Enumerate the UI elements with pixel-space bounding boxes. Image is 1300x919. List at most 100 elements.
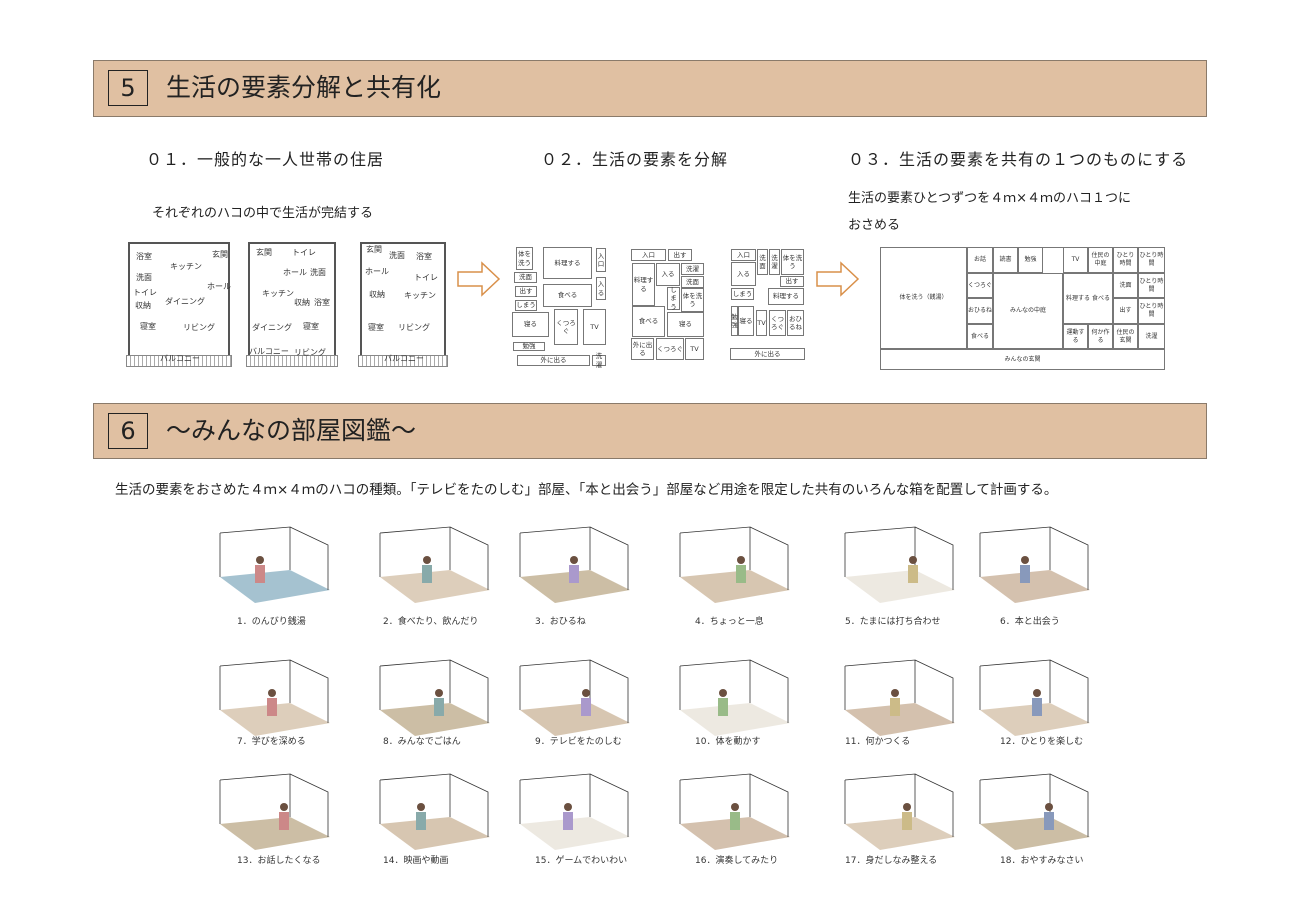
step3-heading: ０３．生活の要素を共有の１つのものにする (848, 150, 1189, 169)
room-caption: 12．ひとりを楽しむ (1000, 737, 1084, 747)
room-illustration (979, 773, 1090, 850)
room-label: トイレ (414, 273, 438, 282)
room-caption: 6．本と出会う (1000, 617, 1060, 627)
person-body (422, 565, 432, 583)
room-caption: 3．おひるね (535, 617, 586, 627)
element-box: 洗濯 (592, 352, 606, 369)
room-caption: 11．何かつくる (845, 737, 911, 747)
element-box: 料理する (543, 247, 592, 279)
room-floor (520, 570, 630, 603)
person-body (730, 812, 740, 830)
section-number: 5 (108, 70, 148, 106)
element-box: しまう (667, 286, 680, 311)
room-label: 洗面 (136, 273, 152, 282)
person-body (718, 698, 728, 716)
shared-cell: TV (1063, 247, 1088, 273)
section-number: 6 (108, 413, 148, 449)
person-body (267, 698, 277, 716)
person-body (563, 812, 573, 830)
room-walls (379, 773, 489, 837)
room-caption: 14．映画や動画 (383, 856, 449, 866)
element-box: TV (583, 309, 606, 345)
room-walls (979, 526, 1089, 590)
room-floor (220, 703, 330, 736)
room-floor (680, 703, 790, 736)
person-head (417, 803, 425, 811)
element-box: TV (756, 310, 767, 336)
element-box: 寝る (738, 306, 754, 336)
person-body (434, 698, 444, 716)
room-illustration (379, 659, 490, 736)
person-body (1044, 812, 1054, 830)
room-illustration (844, 659, 955, 736)
shared-cell: ひとり時間 (1138, 298, 1165, 324)
arrow-right-icon (816, 261, 860, 297)
room-walls (844, 659, 954, 723)
element-box: 勉強 (513, 342, 545, 351)
element-box: 入口 (631, 249, 666, 261)
shared-cell: みんなの玄関 (880, 349, 1165, 370)
person-body (908, 565, 918, 583)
room-floor (845, 703, 955, 736)
room-label: 寝室 (303, 322, 319, 331)
person-head (891, 689, 899, 697)
person-body (581, 698, 591, 716)
room-floor (520, 817, 630, 850)
room-floor (980, 703, 1090, 736)
person-head (909, 556, 917, 564)
section-title: ～みんなの部屋図鑑～ (166, 416, 417, 445)
room-caption: 17．身だしなみ整える (845, 856, 938, 866)
room-label: ホール (207, 282, 231, 291)
room-walls (519, 659, 629, 723)
room-walls (679, 659, 789, 723)
room-label: 洗面 (389, 251, 405, 260)
room-walls (519, 773, 629, 837)
shared-cell: ひとり時間 (1113, 247, 1138, 273)
element-box: TV (685, 338, 704, 360)
person-head (423, 556, 431, 564)
room-label: ホール (283, 268, 307, 277)
step2-heading: ０２．生活の要素を分解 (541, 150, 729, 169)
person-head (719, 689, 727, 697)
element-box: 入口 (731, 249, 756, 261)
room-floor (380, 817, 490, 850)
room-illustration (979, 526, 1090, 603)
room-caption: 4．ちょっと一息 (695, 617, 764, 627)
element-box: 外に出る (631, 338, 654, 360)
section-5-header: 5 生活の要素分解と共有化 (93, 60, 1207, 117)
element-box: 入る (731, 262, 756, 286)
room-floor (380, 703, 490, 736)
person-head (564, 803, 572, 811)
room-illustration (379, 773, 490, 850)
element-box: しまう (731, 288, 754, 300)
person-body (279, 812, 289, 830)
room-walls (219, 526, 329, 590)
room-label: ダイニング (252, 323, 292, 332)
room-label: リビング (294, 348, 326, 357)
balcony (126, 355, 232, 367)
step1-subtext: それぞれのハコの中で生活が完結する (152, 206, 374, 221)
room-caption: 10．体を動かす (695, 737, 761, 747)
room-illustration (519, 773, 630, 850)
room-label: ダイニング (165, 297, 205, 306)
element-box: 入る (596, 277, 606, 300)
room-walls (844, 773, 954, 837)
shared-cell: 勉強 (1018, 247, 1043, 273)
room-caption: 16．演奏してみたり (695, 856, 779, 866)
room-label: 寝室 (140, 322, 156, 331)
person-body (890, 698, 900, 716)
shared-cell: 読書 (993, 247, 1018, 273)
room-caption: 18．おやすみなさい (1000, 856, 1084, 866)
balcony (358, 355, 448, 367)
room-illustration (379, 526, 490, 603)
floor-plan (248, 242, 336, 357)
element-box: 体を洗う (516, 247, 533, 270)
person-head (731, 803, 739, 811)
person-head (435, 689, 443, 697)
person-head (280, 803, 288, 811)
shared-cell: みんなの中庭 (993, 273, 1063, 349)
room-walls (979, 773, 1089, 837)
room-illustration (679, 773, 790, 850)
room-label: 収納 (294, 298, 310, 307)
room-illustration (679, 526, 790, 603)
